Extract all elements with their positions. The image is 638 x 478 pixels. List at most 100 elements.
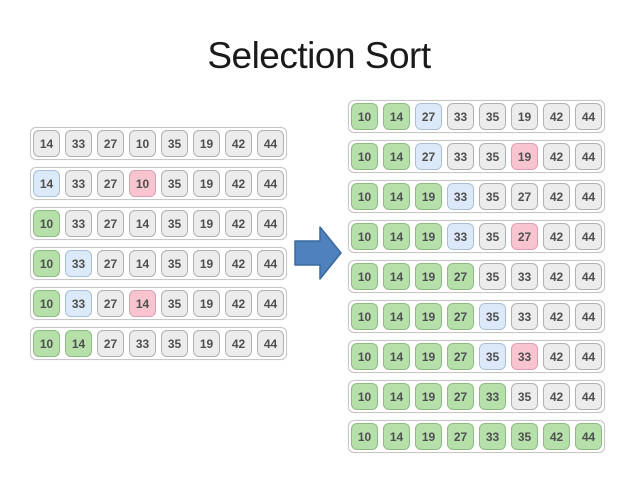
array-cell: 27 bbox=[97, 130, 124, 157]
array-cell: 27 bbox=[415, 143, 442, 170]
array-cell: 42 bbox=[543, 183, 570, 210]
array-cell: 44 bbox=[257, 250, 284, 277]
array-cell: 42 bbox=[543, 263, 570, 290]
array-cell: 42 bbox=[543, 343, 570, 370]
array-cell: 19 bbox=[193, 130, 220, 157]
array-cell: 27 bbox=[447, 383, 474, 410]
array-cell: 33 bbox=[65, 250, 92, 277]
array-cell: 19 bbox=[415, 343, 442, 370]
array-cell: 27 bbox=[447, 343, 474, 370]
array-cell: 14 bbox=[129, 250, 156, 277]
array-cell: 42 bbox=[543, 103, 570, 130]
array-cell: 10 bbox=[351, 143, 378, 170]
array-cell: 14 bbox=[383, 223, 410, 250]
array-cell: 44 bbox=[575, 183, 602, 210]
array-cell: 10 bbox=[351, 383, 378, 410]
array-cell: 44 bbox=[575, 383, 602, 410]
array-cell: 10 bbox=[33, 330, 60, 357]
array-cell: 19 bbox=[193, 290, 220, 317]
array-cell: 19 bbox=[511, 143, 538, 170]
array-cell: 27 bbox=[511, 223, 538, 250]
array-cell: 35 bbox=[161, 170, 188, 197]
array-cell: 44 bbox=[575, 303, 602, 330]
array-cell: 10 bbox=[351, 103, 378, 130]
array-cell: 14 bbox=[383, 423, 410, 450]
array-cell: 27 bbox=[97, 330, 124, 357]
array-cell: 10 bbox=[129, 170, 156, 197]
array-cell: 44 bbox=[575, 143, 602, 170]
array-cell: 19 bbox=[193, 250, 220, 277]
array-cell: 33 bbox=[65, 170, 92, 197]
array-cell: 44 bbox=[257, 210, 284, 237]
array-cell: 33 bbox=[447, 143, 474, 170]
array-cell: 42 bbox=[225, 330, 252, 357]
array-cell: 44 bbox=[257, 330, 284, 357]
array-cell: 10 bbox=[351, 263, 378, 290]
array-cell: 33 bbox=[129, 330, 156, 357]
array-cell: 33 bbox=[511, 343, 538, 370]
array-cell: 10 bbox=[351, 423, 378, 450]
array-cell: 33 bbox=[447, 183, 474, 210]
array-cell: 27 bbox=[447, 303, 474, 330]
array-cell: 10 bbox=[351, 183, 378, 210]
array-cell: 14 bbox=[33, 170, 60, 197]
array-cell: 33 bbox=[479, 423, 506, 450]
array-cell: 19 bbox=[193, 170, 220, 197]
array-cell: 10 bbox=[33, 250, 60, 277]
array-cell: 14 bbox=[383, 263, 410, 290]
array-cell: 35 bbox=[479, 103, 506, 130]
array-cell: 35 bbox=[161, 290, 188, 317]
array-cell: 42 bbox=[543, 423, 570, 450]
array-cell: 44 bbox=[575, 223, 602, 250]
array-cell: 19 bbox=[511, 103, 538, 130]
array-cell: 42 bbox=[225, 210, 252, 237]
array-cell: 33 bbox=[65, 210, 92, 237]
array-cell: 27 bbox=[447, 263, 474, 290]
array-cell: 35 bbox=[511, 383, 538, 410]
array-cell: 33 bbox=[479, 383, 506, 410]
array-cell: 35 bbox=[161, 130, 188, 157]
array-cell: 10 bbox=[33, 290, 60, 317]
array-cell: 19 bbox=[193, 210, 220, 237]
array-cell: 19 bbox=[415, 423, 442, 450]
array-cell: 44 bbox=[575, 103, 602, 130]
array-cell: 14 bbox=[383, 183, 410, 210]
array-cell: 42 bbox=[543, 383, 570, 410]
array-cell: 10 bbox=[33, 210, 60, 237]
array-cell: 27 bbox=[97, 170, 124, 197]
array-cell: 27 bbox=[97, 250, 124, 277]
array-cell: 44 bbox=[575, 343, 602, 370]
array-cell: 19 bbox=[415, 383, 442, 410]
array-cell: 14 bbox=[383, 343, 410, 370]
array-cell: 35 bbox=[479, 183, 506, 210]
array-cell: 27 bbox=[511, 183, 538, 210]
array-cell: 19 bbox=[415, 223, 442, 250]
array-cell: 42 bbox=[543, 143, 570, 170]
array-cell: 35 bbox=[479, 303, 506, 330]
array-cell: 33 bbox=[65, 130, 92, 157]
array-cell: 33 bbox=[511, 263, 538, 290]
array-cell: 19 bbox=[193, 330, 220, 357]
array-cell: 42 bbox=[225, 290, 252, 317]
array-cell: 10 bbox=[351, 223, 378, 250]
right-arrow-glyph bbox=[294, 226, 342, 280]
array-cell: 35 bbox=[479, 263, 506, 290]
array-cell: 14 bbox=[383, 143, 410, 170]
array-cell: 10 bbox=[351, 343, 378, 370]
array-cell: 14 bbox=[383, 103, 410, 130]
array-cell: 44 bbox=[575, 263, 602, 290]
array-cell: 10 bbox=[351, 303, 378, 330]
array-cell: 19 bbox=[415, 263, 442, 290]
